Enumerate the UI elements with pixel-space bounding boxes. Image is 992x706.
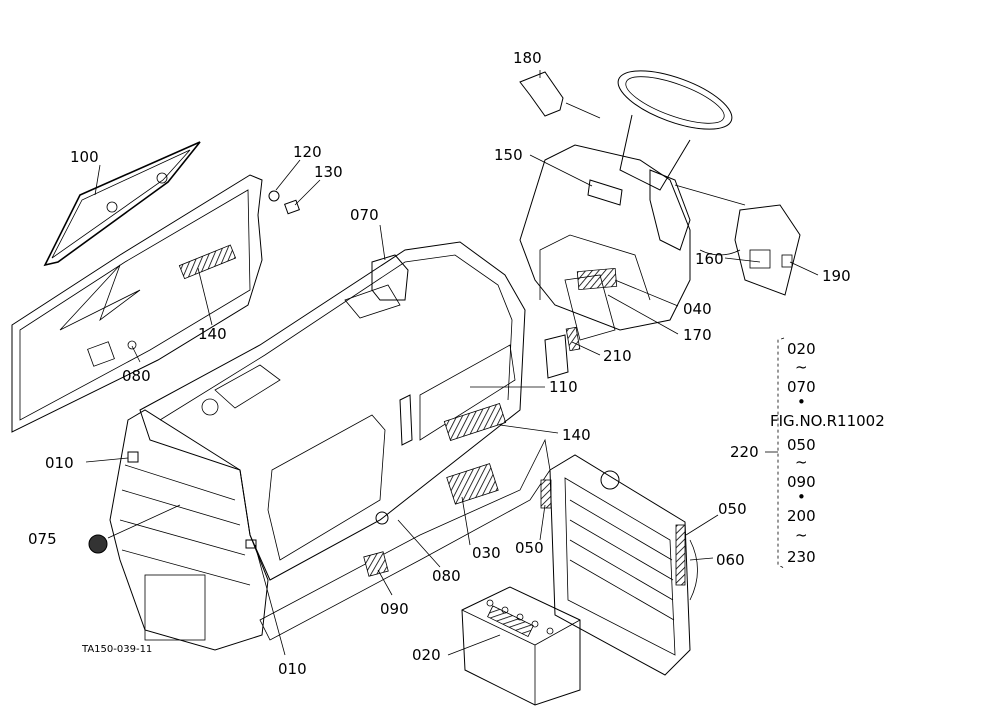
- label-210: 210: [603, 347, 632, 365]
- label-080-hood: 080: [432, 567, 461, 585]
- label-150: 150: [494, 146, 523, 164]
- label-050-radiator: 050: [718, 500, 747, 518]
- label-130: 130: [314, 163, 343, 181]
- label-140-panel: 140: [198, 325, 227, 343]
- battery-drawing: [461, 586, 581, 706]
- label-010-front: 010: [45, 454, 74, 472]
- leader-lines: [85, 70, 819, 656]
- drawing-code: TA150-039-11: [81, 644, 152, 655]
- range-line-1: 020: [787, 340, 816, 358]
- label-220: 220: [730, 443, 759, 461]
- label-190: 190: [822, 267, 851, 285]
- range-line-10: 200: [787, 507, 816, 525]
- label-080-panel: 080: [122, 367, 151, 385]
- range-line-6: 050: [787, 436, 816, 454]
- label-160: 160: [695, 250, 724, 268]
- label-090: 090: [380, 600, 409, 618]
- label-110: 110: [549, 378, 578, 396]
- range-line-7: ~: [795, 453, 808, 471]
- hood-drawing: [109, 241, 552, 651]
- range-line-8: 090: [787, 473, 816, 491]
- label-170: 170: [683, 326, 712, 344]
- range-line-12: 230: [787, 548, 816, 566]
- label-140-hood: 140: [562, 426, 591, 444]
- range-line-4: •: [797, 393, 806, 411]
- label-040: 040: [683, 300, 712, 318]
- label-030: 030: [472, 544, 501, 562]
- radiator-drawing: [549, 454, 698, 676]
- range-note: 020 ~ 070 • FIG.NO.R11002 050 ~ 090 • 20…: [770, 337, 885, 569]
- label-075: 075: [28, 530, 57, 548]
- range-line-5: FIG.NO.R11002: [770, 412, 885, 430]
- range-line-2: ~: [795, 358, 808, 376]
- range-line-11: ~: [795, 526, 808, 544]
- range-line-9: •: [797, 488, 806, 506]
- label-020: 020: [412, 646, 441, 664]
- label-050-side: 050: [515, 539, 544, 557]
- part-labels: 100 120 130 140 080 070 180 150 160 190 …: [28, 49, 851, 678]
- label-070: 070: [350, 206, 379, 224]
- dashboard-drawing: [519, 70, 801, 379]
- range-line-3: 070: [787, 378, 816, 396]
- label-060: 060: [716, 551, 745, 569]
- label-120: 120: [293, 143, 322, 161]
- label-010-lower: 010: [278, 660, 307, 678]
- plug-075-drawing: [88, 534, 108, 554]
- side-panel-drawing: [11, 141, 300, 433]
- label-180: 180: [513, 49, 542, 67]
- label-100: 100: [70, 148, 99, 166]
